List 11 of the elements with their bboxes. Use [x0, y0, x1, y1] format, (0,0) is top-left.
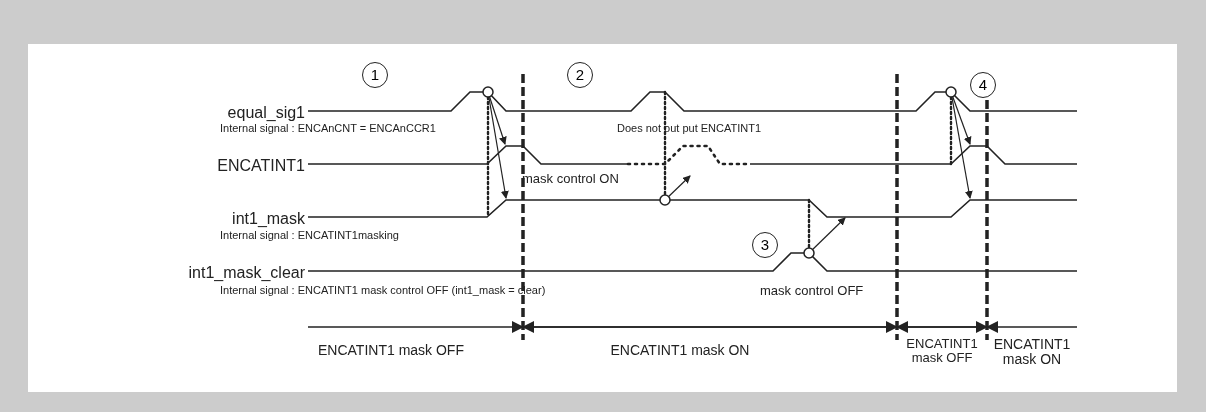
signal-name: int1_mask_clear [188, 264, 305, 282]
signal-name: ENCATINT1 [217, 157, 305, 175]
phase-label: ENCATINT1 mask ON [610, 343, 750, 359]
phase-label: ENCATINT1 mask ON [992, 337, 1072, 368]
note-text: Internal signal : ENCATINT1masking [220, 229, 399, 242]
signal-name: int1_mask [232, 210, 305, 228]
annotation-text: mask control OFF [760, 284, 864, 299]
phase-label: ENCATINT1 mask OFF [905, 337, 979, 366]
phase-label: ENCATINT1 mask OFF [318, 343, 464, 359]
note-text: Internal signal : ENCAnCNT = ENCAnCCR1 [220, 122, 436, 135]
signal-name: equal_sig1 [227, 104, 305, 122]
